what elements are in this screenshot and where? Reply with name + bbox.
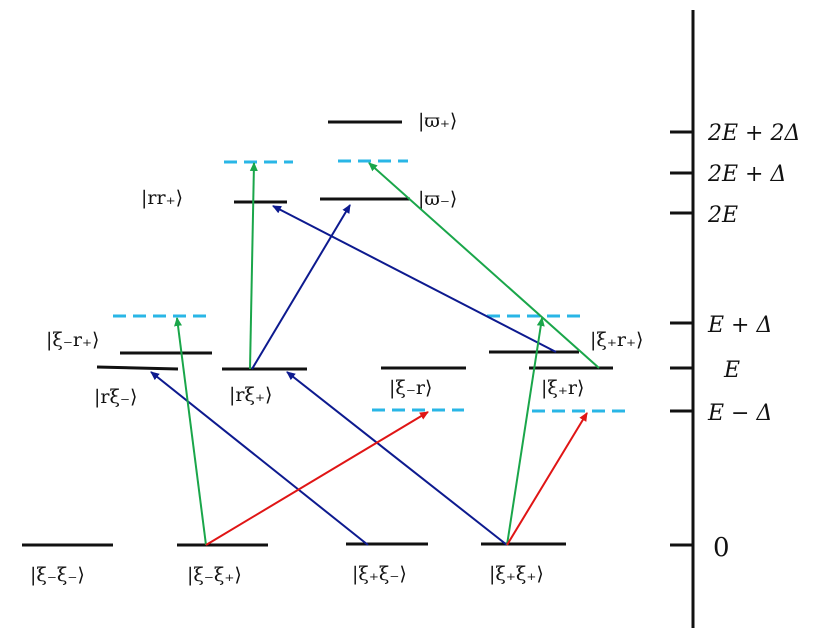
state-label-rr-p: |rr₊⟩ [141, 187, 183, 209]
axis-label-2e: 2E [707, 203, 738, 228]
transition-arrow-green [506, 317, 545, 546]
axis-label-zero: 0 [713, 533, 730, 563]
state-label-xp-rp: |ξ₊r₊⟩ [590, 329, 643, 351]
state-label-w-m: |ϖ₋⟩ [418, 188, 457, 210]
level-r-xm [96, 365, 179, 371]
transition-arrow-blue [272, 205, 557, 353]
state-label-xm-rp: |ξ₋r₊⟩ [46, 329, 99, 351]
axis-labels: 2E + 2Δ 2E + Δ 2E E + Δ E E − Δ 0 [707, 121, 800, 563]
axis-label-2e-2delta: 2E + 2Δ [707, 121, 800, 146]
transition-arrow-blue [286, 371, 508, 546]
axis-label-e: E [723, 358, 740, 383]
transition-arrow-green [368, 162, 600, 369]
state-label-xp-xp: |ξ₊ξ₊⟩ [489, 563, 544, 585]
state-label-r-xp: |rξ₊⟩ [229, 384, 272, 406]
transition-arrow-red [205, 411, 429, 546]
transition-arrow-green [174, 317, 207, 546]
state-label-xp-xm: |ξ₊ξ₋⟩ [352, 563, 407, 585]
axis-label-e-minus-delta: E − Δ [707, 401, 772, 426]
axis-label-e-delta: E + Δ [707, 313, 772, 338]
state-label-xm-xm: |ξ₋ξ₋⟩ [30, 564, 85, 586]
state-label-r-xm: |rξ₋⟩ [94, 386, 137, 408]
energy-levels [22, 120, 613, 547]
blue-transitions [150, 204, 557, 546]
transition-arrow-red [506, 412, 588, 546]
state-labels: |ξ₋ξ₋⟩ |ξ₋ξ₊⟩ |ξ₊ξ₋⟩ |ξ₊ξ₊⟩ |ξ₋r₊⟩ |rξ₋⟩… [30, 110, 643, 586]
transition-arrow-green [249, 162, 258, 370]
state-label-xp-r: |ξ₊r⟩ [541, 377, 584, 399]
red-transitions [205, 411, 588, 546]
state-label-xm-r: |ξ₋r⟩ [389, 377, 432, 399]
axis-label-2e-delta: 2E + Δ [707, 162, 786, 187]
transition-arrow-blue [251, 204, 351, 370]
state-label-w-p: |ϖ₊⟩ [418, 110, 457, 132]
energy-axis [670, 10, 695, 628]
green-transitions [174, 162, 600, 546]
virtual-levels [113, 159, 626, 413]
state-label-xm-xp: |ξ₋ξ₊⟩ [187, 564, 242, 586]
